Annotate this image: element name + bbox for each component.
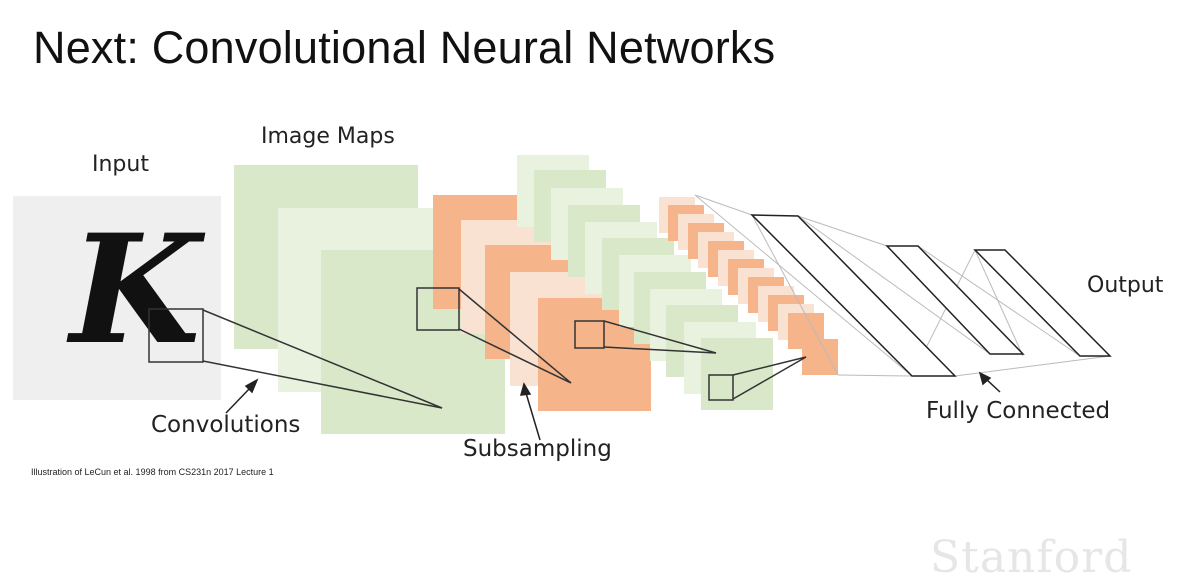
label-arrows xyxy=(225,371,1001,441)
image-maps-label: Image Maps xyxy=(261,124,395,149)
receptive-fields xyxy=(148,287,807,409)
stanford-watermark: Stanford xyxy=(930,532,1133,583)
input-label: Input xyxy=(92,152,149,177)
cnn-diagram: K xyxy=(13,155,1112,441)
fc-layer-2 xyxy=(885,245,1025,355)
convolutions-label: Convolutions xyxy=(151,412,301,438)
input-glyph: K xyxy=(66,202,206,378)
input-panel xyxy=(13,196,221,400)
subsample2-stack xyxy=(659,197,838,375)
fully-connected-label: Fully Connected xyxy=(926,398,1111,424)
subsampling-label: Subsampling xyxy=(463,436,612,462)
citation: Illustration of LeCun et al. 1998 from C… xyxy=(31,467,274,477)
slide-title: Next: Convolutional Neural Networks xyxy=(33,22,776,73)
output-label: Output xyxy=(1087,273,1164,298)
fc-layer-1 xyxy=(750,214,957,377)
fc-layer-3 xyxy=(973,249,1112,357)
